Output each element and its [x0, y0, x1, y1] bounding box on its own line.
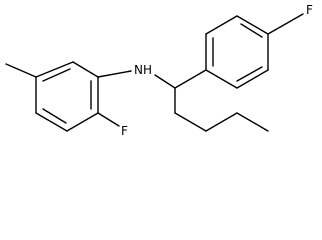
ring-a-bond-5 [66, 112, 99, 132]
ring-b-bond-3 [236, 15, 269, 35]
butyl-chain [174, 87, 269, 132]
ring-b-double-3 [236, 66, 263, 82]
ring-a-bond-2 [35, 61, 74, 78]
chain-bond-4 [236, 112, 269, 132]
fluorine-label-top: F [306, 3, 313, 17]
ring-b-double-2 [240, 23, 263, 38]
n-ch-bond [154, 74, 176, 89]
ring-n-bond [97, 70, 132, 78]
ring-a-bond-1 [72, 61, 99, 78]
c-f-bond-bottom [97, 112, 120, 127]
fluorine-label-bottom: F [121, 124, 128, 138]
ring-b-bond-2 [205, 15, 238, 35]
ring-b-bond-5 [236, 69, 269, 89]
molecule-structure: NH F F [5, 3, 313, 138]
c-f-bond-top [267, 13, 304, 35]
aniline-ring [35, 61, 99, 132]
methyl-bond [5, 63, 37, 78]
chain-bond-3 [205, 112, 238, 132]
ring-a-double-2 [42, 108, 67, 124]
fluorophenyl-ring [205, 15, 269, 89]
ring-a-bond-4 [35, 112, 68, 132]
ring-b-bond-6 [205, 69, 238, 89]
nh-label: NH [134, 63, 152, 77]
chain-bond-2 [174, 112, 207, 132]
ch-aryl-bond [174, 69, 207, 89]
ring-a-double-1 [42, 68, 71, 82]
